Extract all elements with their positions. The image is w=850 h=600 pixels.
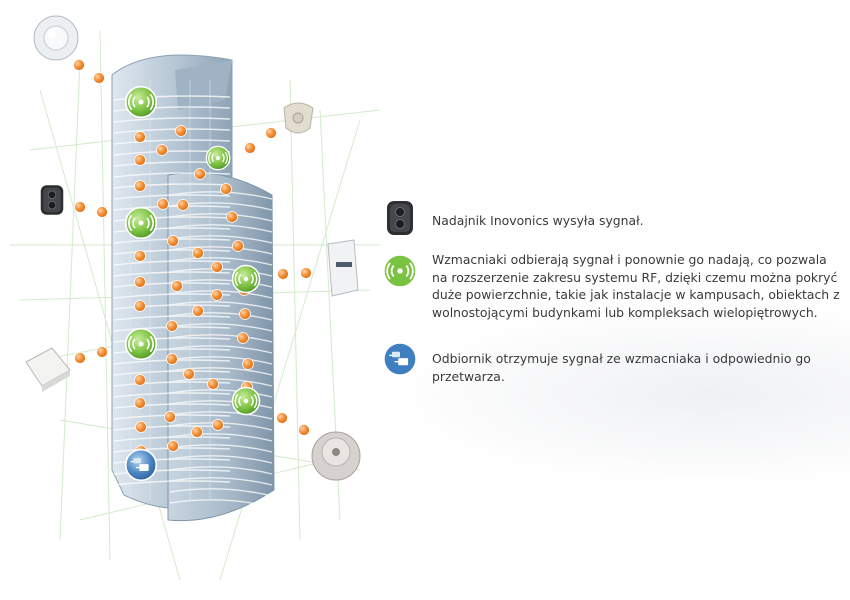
signal-dot (134, 180, 146, 192)
signal-dot (134, 250, 146, 262)
repeater-node (231, 264, 261, 294)
signal-dot (134, 397, 146, 409)
floor-line (113, 172, 231, 178)
floor-line (169, 477, 273, 486)
transmitter-description: Nadajnik Inovonics wysyła sygnał. (432, 213, 644, 228)
signal-dot (164, 411, 176, 423)
signal-dot (244, 142, 256, 154)
signal-dot (156, 144, 168, 156)
floor-line (169, 411, 273, 420)
floor-line (169, 499, 273, 508)
key-fob-transmitter (40, 184, 64, 216)
repeater-node (231, 386, 261, 416)
floor-line (169, 444, 273, 453)
signal-dot (276, 412, 288, 424)
signal-dot (232, 240, 244, 252)
floor-line (169, 312, 273, 321)
signal-dot (298, 424, 310, 436)
repeater-node (205, 145, 231, 171)
floor-line (169, 345, 273, 354)
signal-dot (171, 280, 183, 292)
signal-dot (134, 154, 146, 166)
signal-dot (134, 374, 146, 386)
signal-path (73, 59, 312, 457)
signal-dot (242, 358, 254, 370)
signal-dot (212, 419, 224, 431)
signal-dot (226, 211, 238, 223)
floor-line (169, 213, 273, 222)
repeater-node (124, 85, 158, 119)
door-window-sensor (25, 347, 71, 392)
signal-dot (134, 300, 146, 312)
floor-line (113, 139, 231, 145)
floor-line (169, 279, 273, 288)
floor-line (169, 433, 273, 442)
ceiling-motion-detector (33, 15, 79, 61)
floor-line (169, 455, 273, 464)
pendant-transmitter (283, 102, 314, 134)
signal-dot (207, 378, 219, 390)
signal-dot (175, 125, 187, 137)
signal-dot (183, 368, 195, 380)
floor-line (169, 356, 273, 365)
signal-dot (237, 332, 249, 344)
signal-dot (300, 267, 312, 279)
signal-dot (167, 440, 179, 452)
smoke-detector (311, 431, 361, 481)
signal-dot (74, 352, 86, 364)
signal-dot (166, 353, 178, 365)
signal-dot (192, 305, 204, 317)
floor-line (169, 367, 273, 376)
repeater-description: Wzmacniaki odbierają sygnał i ponownie g… (432, 252, 840, 320)
signal-dot (167, 235, 179, 247)
signal-dot (134, 276, 146, 288)
floor-line (113, 183, 231, 189)
signal-dot (73, 59, 85, 71)
signal-dot (194, 168, 206, 180)
floor-line (169, 257, 273, 266)
wall-motion-detector (327, 239, 359, 297)
key-fob-transmitter-icon (387, 201, 413, 235)
signal-dot (96, 206, 108, 218)
signal-dot (96, 346, 108, 358)
floor-line (169, 488, 273, 497)
floor-line (169, 400, 273, 409)
signal-dot (74, 201, 86, 213)
receiver-node (124, 448, 158, 482)
floor-line (169, 246, 273, 255)
signal-dot (177, 199, 189, 211)
floor-line (169, 466, 273, 475)
floor-line (169, 334, 273, 343)
repeater-node (124, 206, 158, 240)
floor-line (169, 301, 273, 310)
signal-dot (134, 131, 146, 143)
receiver-icon (382, 341, 418, 377)
floor-line (169, 235, 273, 244)
background-streak (380, 300, 850, 490)
floor-line (113, 128, 231, 134)
floor-line (169, 378, 273, 387)
signal-dot (157, 198, 169, 210)
signal-dot (211, 289, 223, 301)
receiver-description: Odbiornik otrzymuje sygnał ze wzmacniaka… (432, 351, 811, 384)
floor-line (169, 224, 273, 233)
signal-dot (135, 421, 147, 433)
signal-dot (93, 72, 105, 84)
floor-line (169, 323, 273, 332)
floor-line (113, 117, 231, 123)
signal-dot (191, 426, 203, 438)
wireless-repeater-icon (382, 253, 418, 289)
signal-dot (239, 308, 251, 320)
signal-dot (166, 320, 178, 332)
signal-dot (211, 261, 223, 273)
floor-line (169, 389, 273, 398)
signal-dot (220, 183, 232, 195)
floor-line (169, 290, 273, 299)
repeater-node (124, 327, 158, 361)
signal-dot (265, 127, 277, 139)
signal-dot (192, 247, 204, 259)
signal-dot (277, 268, 289, 280)
floor-line (113, 106, 231, 112)
